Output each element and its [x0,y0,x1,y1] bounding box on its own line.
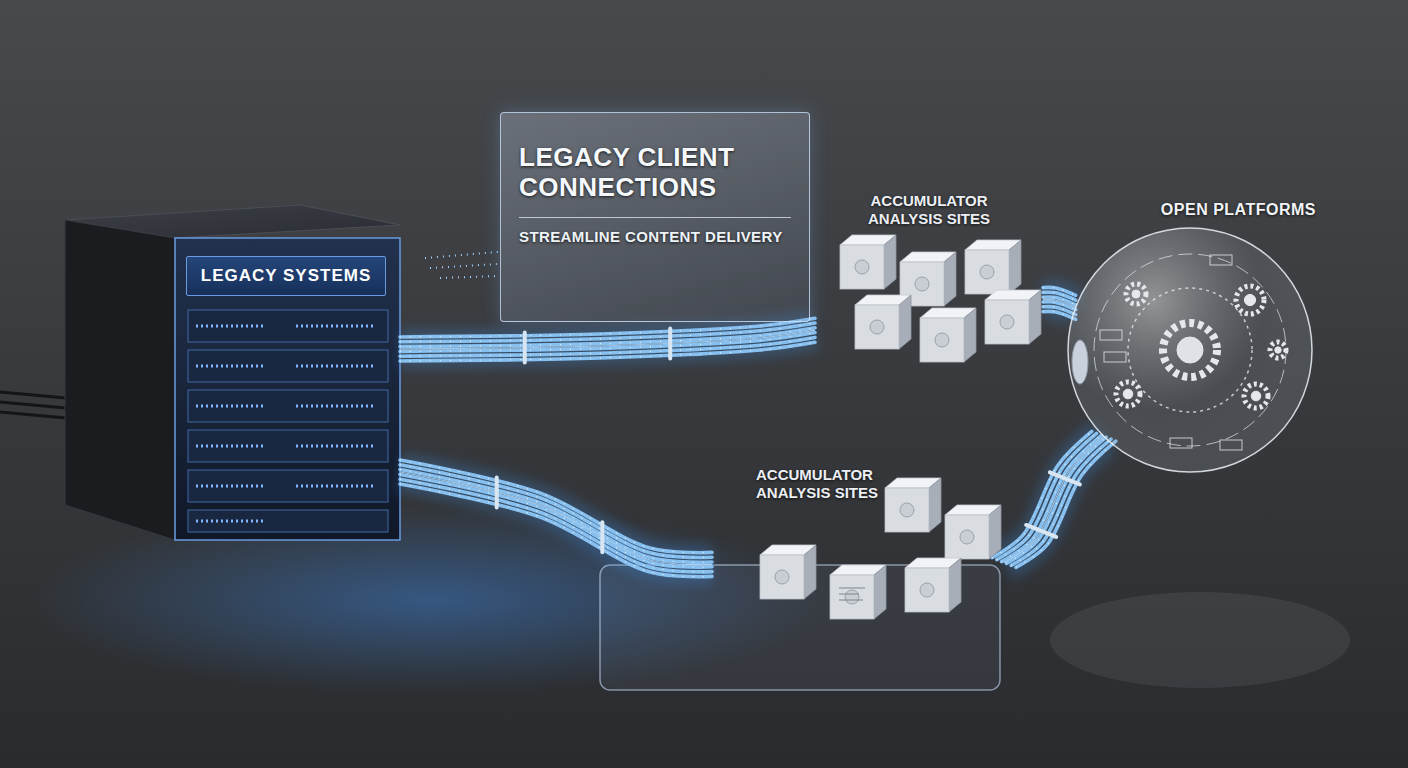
cable-sparkle [400,474,712,567]
gear-icons [1236,286,1264,314]
gear-icons [1275,347,1281,353]
site-group: ACCUMULATOR ANALYSIS SITES [815,188,1043,368]
gear-icons [1100,330,1122,340]
gear-icons [1094,254,1286,450]
sphere-outline [1066,195,1326,487]
cable-ring [600,522,604,552]
gear-icons [1116,382,1140,406]
glass-panel: LEGACY CLIENT CONNECTIONS STREAMLINE CONT… [500,112,810,322]
gear-icons [1244,384,1268,408]
cable-sparkle [400,337,815,356]
server-box: LEGACY SYSTEMS [172,238,400,538]
cable-core [400,330,815,349]
site-group: ACCUMULATOR ANALYSIS SITES [712,458,1004,648]
gear-icons [1132,290,1140,298]
cable-sparkle [1002,435,1102,561]
cable-core [1004,436,1104,562]
sphere-reflection [1050,592,1350,688]
cube-plate [839,588,865,600]
cable-core [400,472,712,565]
server-illustration [175,238,400,540]
platform-sphere: OPEN PLATFORMS [1066,195,1326,487]
node-label: ACCUMULATOR ANALYSIS SITES [756,466,906,502]
gear-icons [1128,288,1252,412]
cable-strand [1016,441,1116,567]
gear-icons [1123,389,1133,399]
cube-icon [905,558,961,612]
cable-layer [400,287,1116,576]
cable-sparkle [997,433,1097,559]
server-illustration [65,205,400,540]
cube-icon [830,565,886,619]
cable-bundle [400,460,712,577]
cable-strand [1043,311,1076,319]
node-label: LEGACY CLIENT CONNECTIONS [519,143,791,203]
cable-sparkle [1043,287,1076,295]
cable-sparkle [992,431,1092,557]
gear-icons [1094,254,1286,446]
gear-icons [1104,352,1126,362]
node-label: ACCUMULATOR ANALYSIS SITES [854,192,1004,228]
power-wire [0,392,66,418]
cable-sparkle [400,479,712,572]
cable-sparkle [400,470,712,563]
cable-sparkle [1006,437,1106,563]
cable-bundle [992,431,1116,567]
cable-bundle [400,318,815,362]
gear-icons [1244,294,1255,305]
cube-icon [760,545,816,599]
cable-sparkle [1011,439,1111,565]
cable-ring [495,477,499,507]
cable-strand [400,342,815,361]
gear-icons [1163,323,1217,377]
cable-bundle [1043,287,1076,319]
cube-icon [885,478,941,532]
node-label: OPEN PLATFORMS [1066,201,1316,219]
cable-ring [668,328,672,358]
cable-port [1072,340,1088,384]
cable-core [1043,299,1076,307]
cable-ring [1026,525,1056,537]
cable-ring [523,333,527,363]
gear-icons [1251,391,1261,401]
cube-icon [855,295,911,349]
cable-sparkle [1043,311,1076,319]
cable-strand [400,337,815,356]
cube-icon [920,308,976,362]
node-label: LEGACY SYSTEMS [186,256,386,296]
sphere-shell [1068,228,1312,472]
gear-icons [1210,255,1232,265]
cable-sparkle [400,465,712,558]
cable-sparkle [1016,441,1116,567]
cube-icon [965,240,1021,294]
server-illustration [65,220,175,540]
cube-icon [945,505,1001,559]
gear-icons [1126,284,1146,304]
gear-icons [1177,337,1203,363]
node-label: STREAMLINE CONTENT DELIVERY [519,217,791,245]
cube-icon [985,290,1041,344]
gear-icons [1220,440,1242,450]
cube-icon [840,235,896,289]
cable-strand [400,328,815,347]
gear-icons [1170,438,1192,448]
cable-sparkle [400,328,815,347]
gear-icons [1270,342,1286,358]
cable-sparkle [400,460,712,553]
cable-sparkle [1043,307,1076,315]
data-stream [425,252,498,278]
cable-ring [1050,472,1080,484]
server-illustration [196,326,376,521]
cable-sparkle [400,342,815,361]
